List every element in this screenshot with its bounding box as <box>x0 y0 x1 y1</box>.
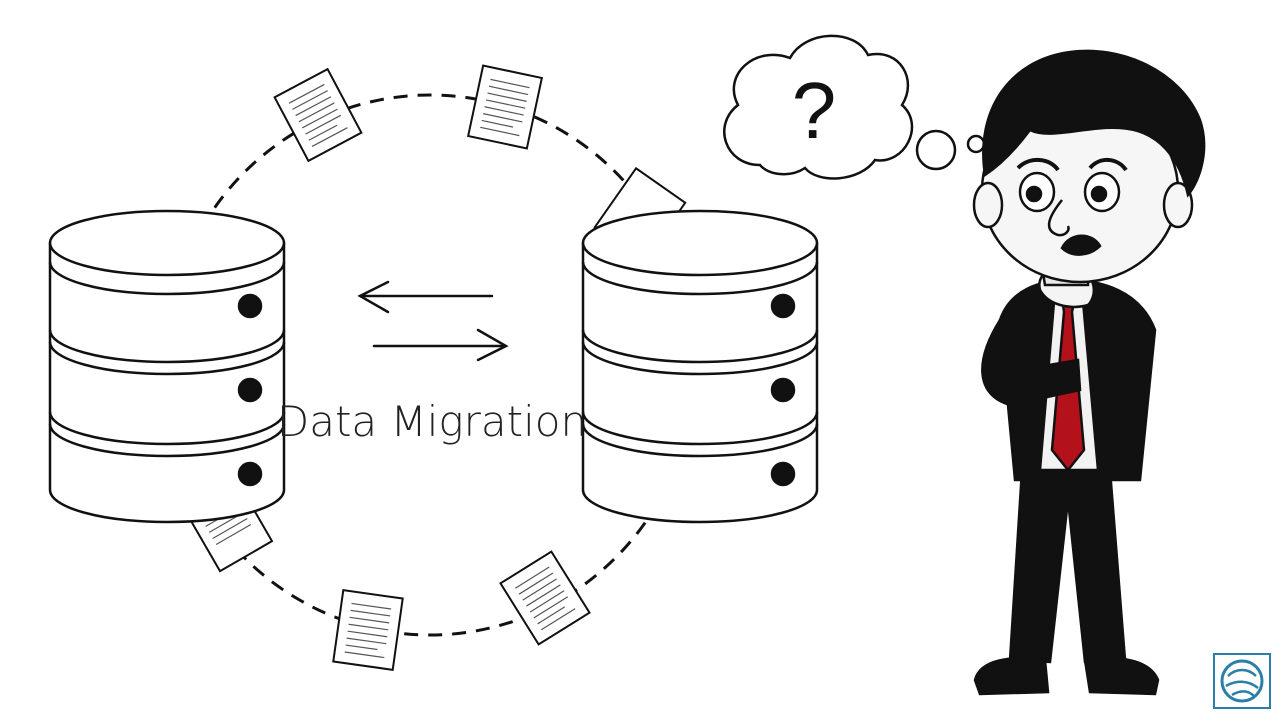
brain-logo-icon <box>1213 653 1271 709</box>
right-database-icon <box>581 209 819 524</box>
left-database-icon <box>48 209 286 524</box>
document-icon <box>273 67 363 163</box>
confused-businessman <box>972 49 1206 696</box>
question-mark-icon: ? <box>792 66 837 155</box>
left-arrow-icon <box>357 280 494 314</box>
migration-caption: Data Migration <box>277 397 587 446</box>
document-icon <box>499 550 591 646</box>
document-icon <box>466 64 544 150</box>
document-icon <box>332 589 404 671</box>
right-arrow-icon <box>372 328 509 362</box>
thought-bubble <box>723 34 986 180</box>
